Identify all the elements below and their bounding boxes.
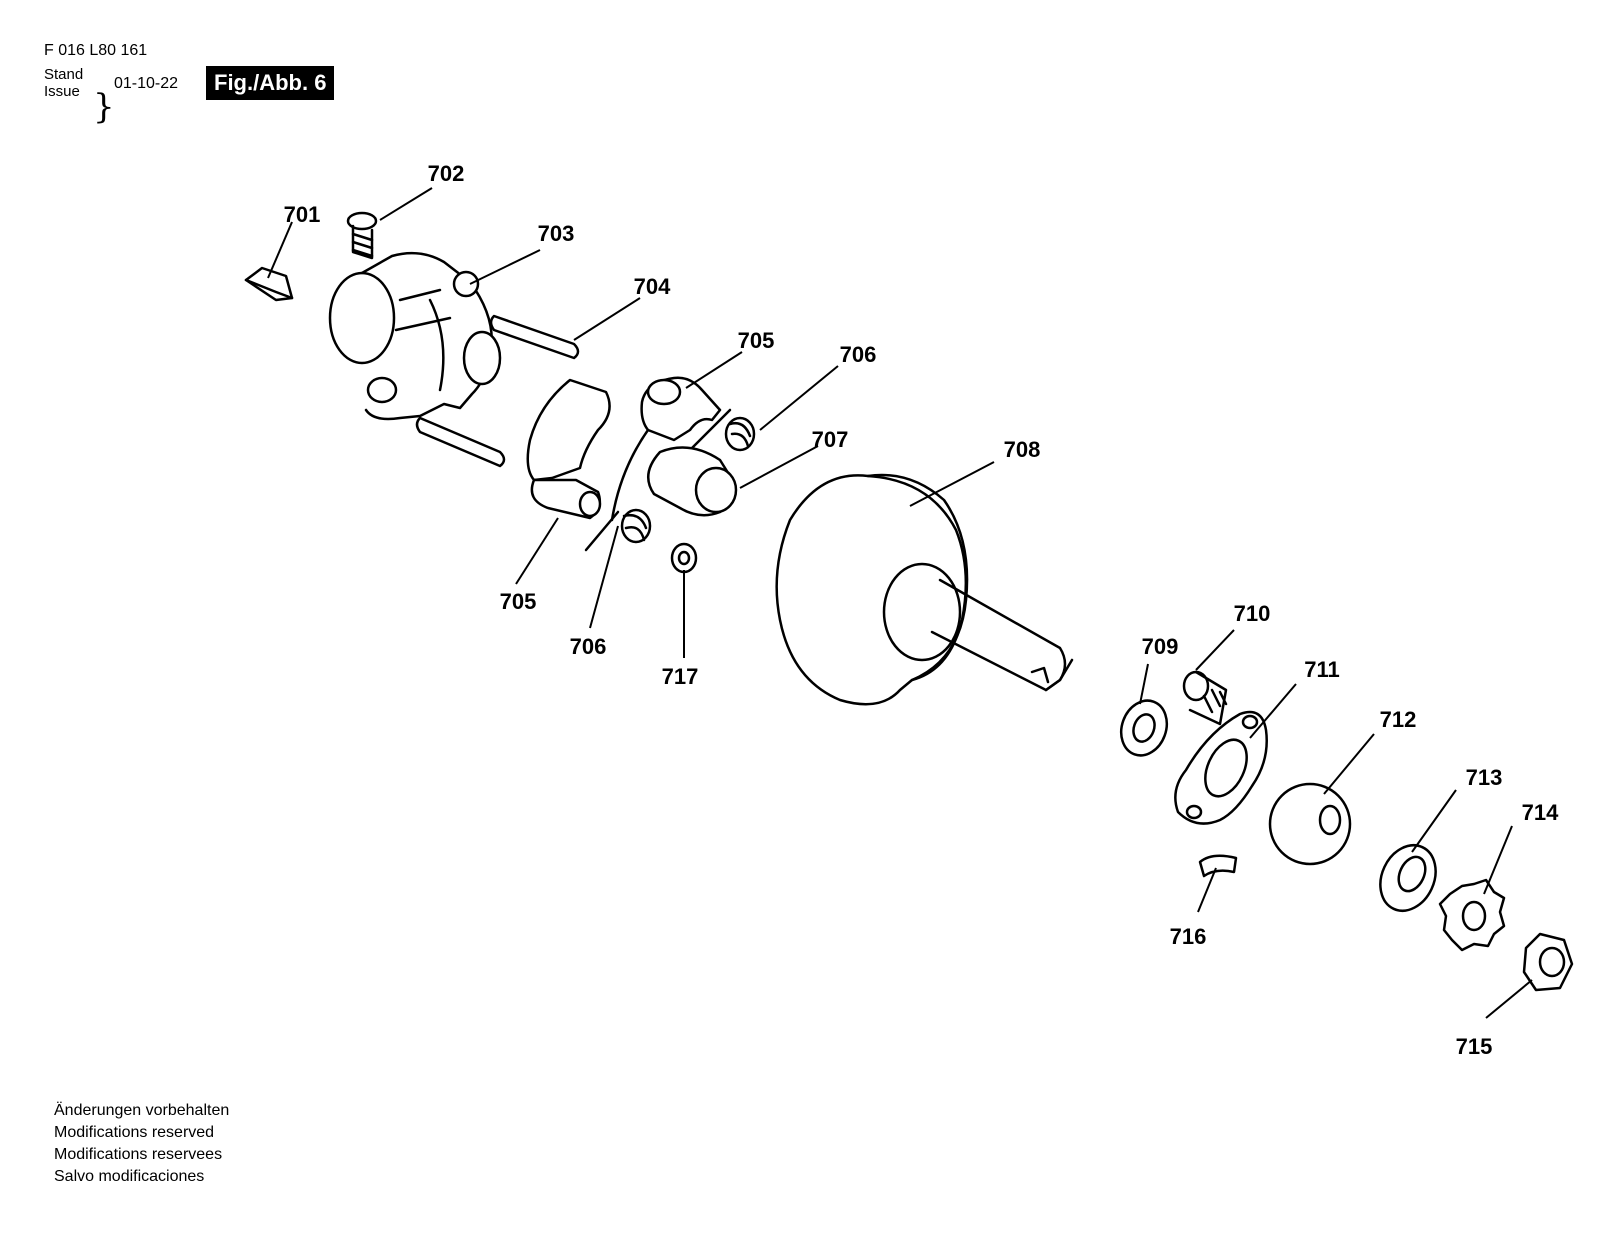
part-709-washer xyxy=(1119,699,1169,757)
part-702-screw xyxy=(346,211,378,260)
part-label-717: 717 xyxy=(661,664,699,689)
document-header: F 016 L80 161 Stand Issue } 01-10-22 Fig… xyxy=(44,42,444,125)
issue-label: Issue xyxy=(44,83,80,100)
note-english: Modifications reserved xyxy=(54,1124,215,1141)
part-label-715: 715 xyxy=(1455,1034,1493,1059)
part-715-nut xyxy=(1522,932,1574,992)
part-710-bolt xyxy=(1182,670,1228,726)
part-706-lower-spring xyxy=(584,508,652,552)
note-german: Änderungen vorbehalten xyxy=(54,1102,230,1119)
part-label-716: 716 xyxy=(1169,924,1207,949)
part-label-706-lower: 706 xyxy=(569,634,607,659)
part-label-705-upper: 705 xyxy=(737,328,775,353)
part-label-703: 703 xyxy=(537,221,575,246)
part-label-710: 710 xyxy=(1233,601,1271,626)
part-label-711: 711 xyxy=(1304,657,1340,682)
part-label-708: 708 xyxy=(1003,437,1041,462)
part-label-707: 707 xyxy=(811,427,849,452)
part-label-714: 714 xyxy=(1521,800,1559,825)
part-717-small-washer xyxy=(670,542,698,574)
part-705-lower-shoe xyxy=(526,378,611,520)
part-label-704: 704 xyxy=(633,274,671,299)
part-704-pins xyxy=(415,314,580,468)
part-label-705-lower: 705 xyxy=(499,589,537,614)
stand-issue-block: Stand Issue } xyxy=(44,66,115,125)
figure-badge: Fig./Abb. 6 xyxy=(206,66,335,100)
part-707-sleeve xyxy=(647,446,738,517)
part-716-small-key xyxy=(1198,854,1238,878)
part-705-upper-shoe xyxy=(610,376,722,522)
leader-lines xyxy=(267,187,1533,1019)
part-label-701: 701 xyxy=(283,202,321,227)
part-label-713: 713 xyxy=(1465,765,1503,790)
part-label-706-upper: 706 xyxy=(839,342,877,367)
part-label-712: 712 xyxy=(1379,707,1417,732)
part-713-washer-ring xyxy=(1379,844,1437,912)
part-711-flange xyxy=(1174,710,1268,825)
note-french: Modifications reservees xyxy=(54,1146,223,1163)
part-712-ball xyxy=(1268,782,1352,866)
part-701-key xyxy=(244,266,294,302)
modification-notes: Änderungen vorbehalten Modifications res… xyxy=(54,1100,229,1188)
part-703-clutch-hub xyxy=(328,251,502,421)
part-706-upper-spring xyxy=(688,408,756,452)
stand-label: Stand xyxy=(44,66,84,83)
part-708-clutch-drum xyxy=(775,473,1074,706)
part-label-702: 702 xyxy=(427,161,465,186)
part-label-709: 709 xyxy=(1141,634,1179,659)
issue-date: 01-10-22 xyxy=(114,75,179,92)
part-714-star-washer xyxy=(1438,878,1506,952)
note-spanish: Salvo modificaciones xyxy=(54,1168,205,1185)
brace-glyph: } xyxy=(93,87,115,127)
document-number: F 016 L80 161 xyxy=(44,42,148,59)
